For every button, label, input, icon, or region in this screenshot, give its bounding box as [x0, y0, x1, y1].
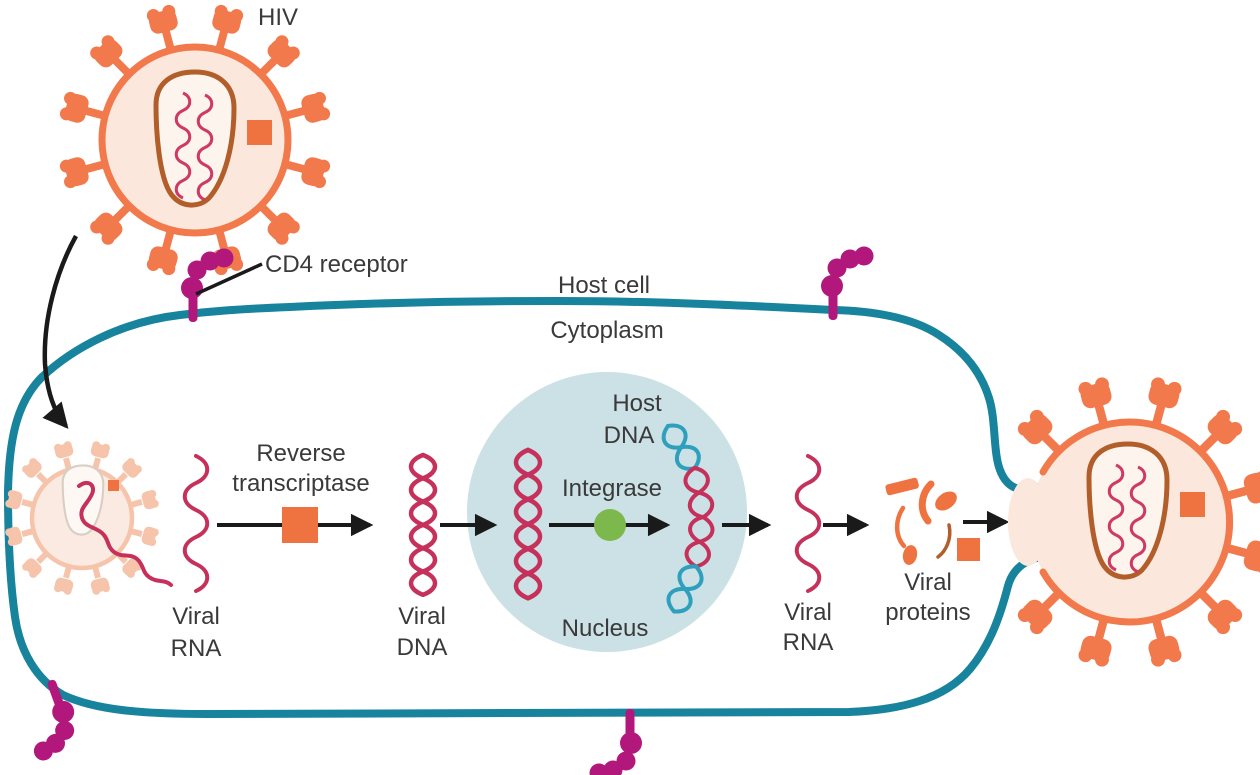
label-viral-proteins-line1: Viral	[904, 569, 952, 596]
viral-dna-helix-1	[411, 455, 435, 595]
label-host-cell: Host cell	[558, 272, 650, 299]
viral-rna-strand-1	[182, 454, 210, 593]
entry-arrow	[42, 234, 78, 429]
cd4-pointer-line	[195, 262, 263, 296]
label-hiv: HIV	[258, 4, 298, 31]
viral-rna-strand-2	[794, 454, 822, 593]
label-viral-proteins-line2: proteins	[885, 599, 970, 626]
host-cell-membrane	[3, 296, 1045, 719]
label-viral-dna-line1: Viral	[398, 603, 446, 630]
budding-virion	[1008, 375, 1260, 669]
label-integrase: Integrase	[562, 475, 662, 502]
label-cd4-receptor: CD4 receptor	[265, 251, 408, 278]
label-viral-rna-1-line1: Viral	[172, 603, 220, 630]
uncoating-virion	[4, 440, 173, 596]
viral-proteins-cluster	[885, 477, 980, 565]
label-host-dna-line1: Host	[612, 390, 662, 417]
label-cytoplasm: Cytoplasm	[550, 317, 663, 344]
label-reverse-transcriptase-line2: transcriptase	[232, 470, 369, 497]
label-nucleus: Nucleus	[562, 615, 649, 642]
label-viral-rna-2-line2: RNA	[783, 629, 834, 656]
hiv-virion-free	[58, 3, 332, 277]
escaping-viral-rna	[77, 481, 173, 587]
label-viral-rna-2-line1: Viral	[784, 599, 832, 626]
cd4-receptor-bottom-left	[12, 676, 88, 764]
integrase-enzyme	[594, 509, 626, 541]
label-viral-rna-1-line2: RNA	[171, 635, 222, 662]
label-host-dna-line2: DNA	[604, 422, 655, 449]
enzyme-square-small	[108, 480, 119, 491]
cd4-receptor-bottom-center	[589, 709, 642, 775]
label-viral-dna-line2: DNA	[397, 634, 448, 661]
label-reverse-transcriptase-line1: Reverse	[256, 440, 345, 467]
reverse-transcriptase-enzyme	[282, 507, 318, 543]
